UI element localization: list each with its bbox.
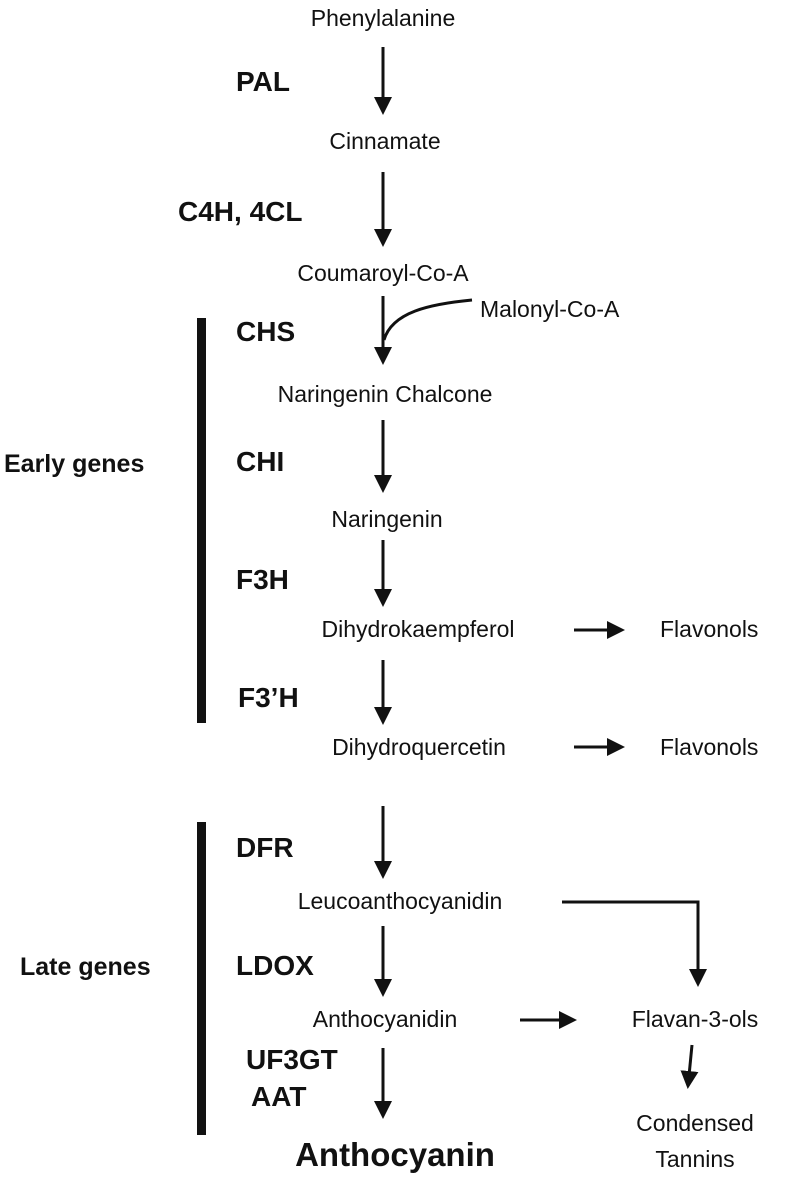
enzyme-pal: PAL <box>236 66 290 97</box>
compound-flavan-3-ols: Flavan-3-ols <box>631 1006 759 1032</box>
enzyme-f3h: F3H <box>236 564 289 595</box>
group-late-genes: Late genes <box>20 953 151 981</box>
enzyme-chi: CHI <box>236 446 285 477</box>
arrow-flavan-to-tannins <box>680 1044 699 1089</box>
compound-coumaroyl-coa: Coumaroyl-Co-A <box>297 260 469 286</box>
compound-anthocyanin: Anthocyanin <box>295 1136 495 1173</box>
early-genes-bar <box>197 318 206 723</box>
compound-dihydroquercetin: Dihydroquercetin <box>332 734 506 760</box>
enzyme-uf3gt: UF3GT <box>246 1044 338 1075</box>
compound-condensed-tannins-line2: Tannins <box>655 1146 735 1172</box>
compound-naringenin: Naringenin <box>331 506 443 532</box>
group-early-genes: Early genes <box>4 450 145 478</box>
compound-malonyl-coa: Malonyl-Co-A <box>480 296 620 322</box>
compound-dihydrokaempferol: Dihydrokaempferol <box>321 616 515 642</box>
enzyme-ldox: LDOX <box>236 950 314 981</box>
enzyme-f3ph: F3’H <box>238 682 299 713</box>
compound-anthocyanidin: Anthocyanidin <box>312 1006 458 1032</box>
compound-leucoanthocyanidin: Leucoanthocyanidin <box>297 888 503 914</box>
compound-flavonols-2: Flavonols <box>660 734 759 760</box>
arrow-leuco-to-flavan <box>562 900 707 987</box>
compound-flavonols-1: Flavonols <box>660 616 759 642</box>
arrow-malonyl-merge <box>382 298 473 341</box>
enzyme-dfr: DFR <box>236 832 294 863</box>
compound-phenylalanine: Phenylalanine <box>310 5 456 31</box>
enzyme-chs: CHS <box>236 316 296 347</box>
late-genes-bar <box>197 822 206 1135</box>
compound-cinnamate: Cinnamate <box>329 128 441 154</box>
compound-naringenin-chalcone: Naringenin Chalcone <box>277 381 493 407</box>
enzyme-aat: AAT <box>251 1081 307 1112</box>
compound-condensed-tannins-line1: Condensed <box>636 1110 754 1136</box>
enzyme-c4h-4cl: C4H, 4CL <box>178 196 303 227</box>
